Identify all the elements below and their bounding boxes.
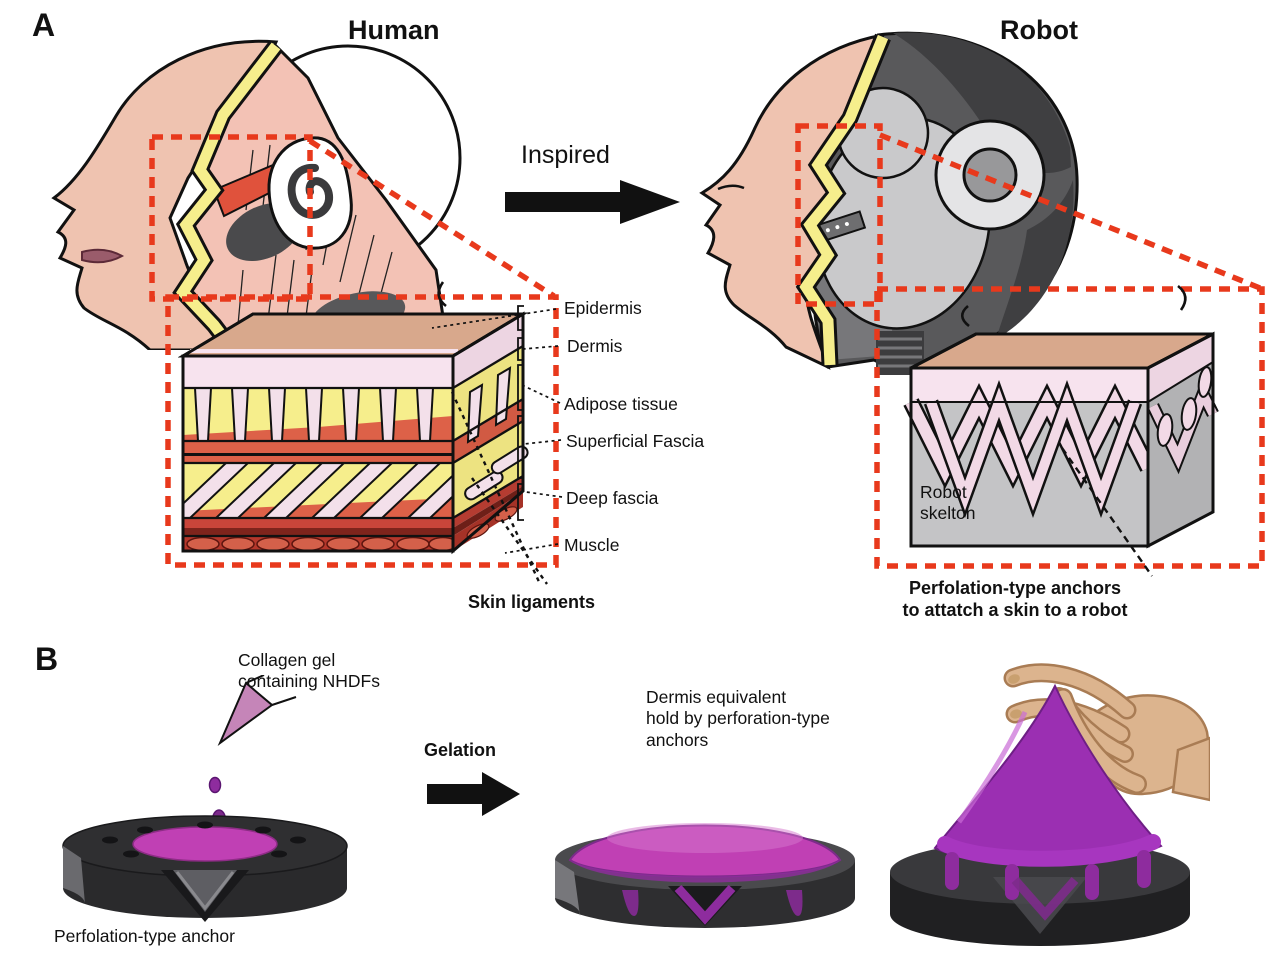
gelation-label: Gelation: [424, 740, 497, 760]
gel-tent-highlight: [956, 710, 1028, 824]
layer-label-dermis: Dermis: [567, 336, 623, 356]
gelation-arrow: [427, 772, 520, 816]
disc-left-highlight: [63, 846, 85, 904]
layer-label-muscle: Muscle: [564, 535, 620, 555]
panel-b-label: B: [35, 641, 59, 677]
fascia-divider: [183, 453, 453, 456]
gel-v-anchor: [674, 884, 736, 925]
fingernail-1: [1008, 674, 1020, 684]
v-notch-funnel: [173, 870, 237, 912]
dermis-caption-line2: hold by perforation-type: [646, 708, 830, 729]
pipette-icon: [217, 681, 274, 746]
collagen-line1: Collagen gel: [238, 650, 336, 670]
superficial-fascia-strip1: [183, 441, 453, 453]
gel-disc: [555, 823, 855, 928]
anchor-caption: Perfolation-type anchors to attatch a sk…: [860, 578, 1170, 622]
human-title: Human: [348, 15, 440, 45]
gel-rim-shadow: [570, 860, 840, 883]
dermis-layer: [183, 356, 453, 388]
gel-tent-legs: [945, 850, 1151, 900]
finger-1: [1006, 665, 1134, 717]
gel-disc-left-highlight: [555, 860, 581, 916]
hand-wrist: [1171, 736, 1210, 802]
fingernail-2: [1010, 709, 1022, 719]
robot-skeleton-line2: skelton: [920, 503, 976, 524]
layer-label-adipose: Adipose tissue: [564, 394, 678, 414]
pull-v-anchor: [1011, 877, 1079, 921]
deep-fascia-red-strip: [183, 518, 453, 528]
anchor-caption-line1: Perfolation-type anchors: [908, 578, 1122, 598]
human-skin-block: [178, 311, 529, 555]
gel-tent-rim: [937, 834, 1161, 867]
gel-peg-right: [786, 890, 803, 916]
collagen-line2: containing NHDFs: [238, 671, 380, 692]
inspired-label: Inspired: [521, 141, 610, 169]
anchor-holes: [102, 821, 306, 858]
dermis-equivalent-caption: Dermis equivalent hold by perforation-ty…: [646, 687, 830, 751]
v-notch-sheen: [175, 871, 235, 911]
robot-title: Robot: [1000, 15, 1078, 45]
robot-skeleton-label: Robot skelton: [920, 482, 975, 525]
layer-label-superficial-fascia: Superficial Fascia: [566, 431, 705, 451]
layer-label-epidermis: Epidermis: [564, 298, 642, 318]
robot-face-skin: [699, 33, 886, 370]
droplet-1: [208, 776, 222, 794]
layer-label-deep-fascia: Deep fascia: [566, 488, 659, 508]
maroon-strip: [183, 528, 453, 536]
dermis-caption-line1: Dermis equivalent: [646, 687, 787, 707]
anchor-caption-line2: to attatch a skin to a robot: [902, 599, 1128, 620]
gel-pool: [132, 826, 278, 862]
robot-block-right-face: [1147, 334, 1219, 546]
robot-skeleton-line1: Robot: [920, 482, 967, 502]
panel-a-label: A: [32, 7, 56, 43]
gel-highlight: [607, 823, 803, 853]
gel-peg-left: [622, 890, 639, 916]
lips: [81, 248, 125, 264]
collagen-caption: Collagen gel containing NHDFs: [238, 650, 380, 693]
robot-brow-line: [717, 184, 745, 191]
pulled-gel-hand: [890, 663, 1210, 946]
skin-ligaments-label: Skin ligaments: [468, 592, 596, 612]
robot-ear-inner: [962, 147, 1018, 203]
anchor-disc: [62, 815, 348, 922]
dermis-caption-line3: anchors: [646, 729, 709, 750]
inspired-arrow: [505, 180, 680, 224]
perfolation-anchor-label: Perfolation-type anchor: [54, 926, 235, 946]
